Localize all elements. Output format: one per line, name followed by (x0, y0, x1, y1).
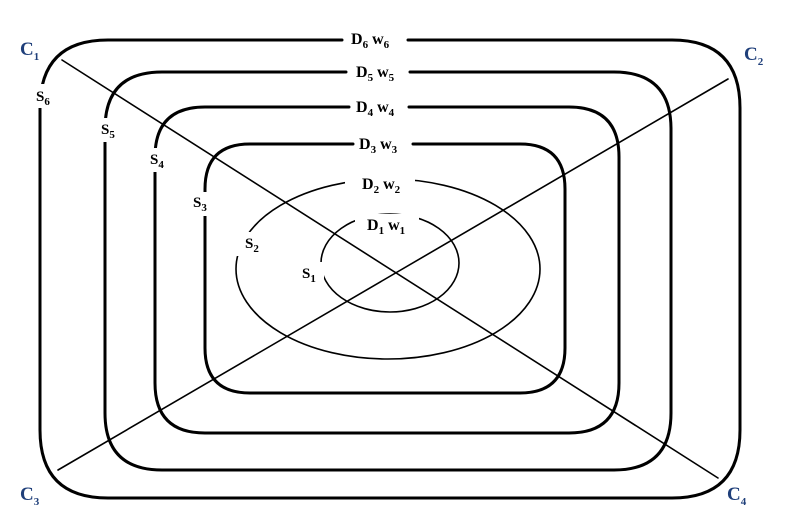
loop-6 (38, 38, 742, 500)
loop-1-s-label: S1 (302, 266, 316, 285)
corner-label-c4: C4 (727, 484, 747, 508)
loop-6-s-label: S6 (36, 89, 50, 108)
diagonal-c2-c3 (57, 78, 729, 471)
corner-label-c2: C2 (744, 44, 764, 68)
loop-2 (235, 178, 541, 360)
loop-3-s-label: S3 (193, 195, 207, 214)
corner-label-c1: C1 (20, 39, 39, 63)
loop-4-s-label: S4 (150, 152, 164, 171)
loop-5-s-label: S5 (101, 122, 115, 141)
corner-label-c3: C3 (20, 484, 40, 508)
loop-2-s-label: S2 (245, 236, 259, 255)
diagonal-c1-c4 (61, 59, 719, 479)
loop-5 (103, 70, 673, 472)
loop-3 (203, 142, 567, 395)
loop-4 (153, 105, 621, 435)
